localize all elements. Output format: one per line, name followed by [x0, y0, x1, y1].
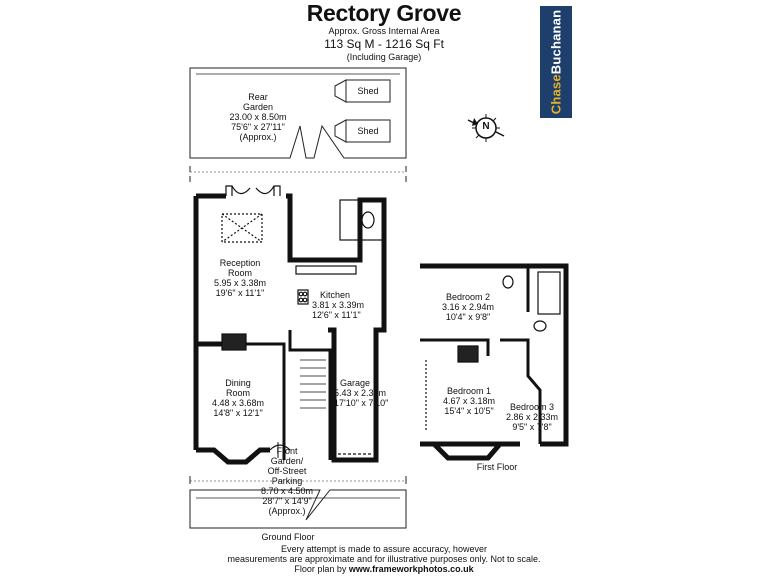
room-label-bedroom-2: Bedroom 2 3.16 x 2.94m 10'4" x 9'8"	[441, 292, 495, 322]
room-label-dining: Dining Room 4.48 x 3.68m 14'8" x 12'1"	[211, 378, 265, 418]
rear-garden-outline	[189, 67, 407, 159]
floor-label-ground: Ground Floor	[261, 532, 315, 542]
bathtub	[537, 271, 561, 315]
floor-label-first: First Floor	[476, 462, 518, 472]
room-label-kitchen: Kitchen 3.81 x 3.39m 12'6" x 11'1"	[312, 290, 365, 320]
room-label-shed-2: Shed	[357, 126, 379, 136]
ground-floor-outer-wall	[196, 193, 387, 463]
french-doors	[225, 185, 281, 196]
room-label-shed-1: Shed	[357, 86, 379, 96]
ground-stairs	[300, 359, 326, 409]
room-label-reception: Reception Room 5.95 x 3.38m 19'6" x 11'1…	[213, 258, 267, 298]
disclaimer-line-1: Every attempt is made to assure accuracy…	[281, 544, 487, 554]
compass-icon	[467, 114, 505, 142]
room-label-rear-garden: Rear Garden 23.00 x 8.50m 75'6" x 27'11"…	[229, 92, 287, 142]
compass-label: N	[482, 121, 490, 132]
disclaimer-line-2: measurements are approximate and for ill…	[227, 554, 541, 564]
room-label-bedroom-3: Bedroom 3 2.86 x 2.33m 9'5" x 7'8"	[505, 402, 559, 432]
skylight	[221, 213, 263, 243]
credit-link[interactable]: www.frameworkphotos.co.uk	[348, 564, 474, 574]
brand-logo: ChaseBuchanan	[540, 6, 572, 118]
front-garden-outline	[189, 489, 407, 529]
area-value: 113 Sq M - 1216 Sq Ft	[324, 37, 444, 51]
area-note: (Including Garage)	[346, 52, 422, 62]
area-caption: Approx. Gross Internal Area	[328, 26, 440, 36]
room-label-front-garden: Front Garden/ Off-Street Parking 8.70 x …	[260, 446, 314, 516]
page-title: Rectory Grove	[306, 0, 462, 26]
room-label-garage: Garage 5.43 x 2.38m 17'10" x 7'10"	[334, 378, 389, 408]
credit-line: Floor plan by www.frameworkphotos.co.uk	[294, 564, 474, 574]
first-floor-outer-wall	[420, 263, 569, 461]
room-label-bedroom-1: Bedroom 1 4.67 x 3.18m 15'4" x 10'5"	[442, 386, 496, 416]
